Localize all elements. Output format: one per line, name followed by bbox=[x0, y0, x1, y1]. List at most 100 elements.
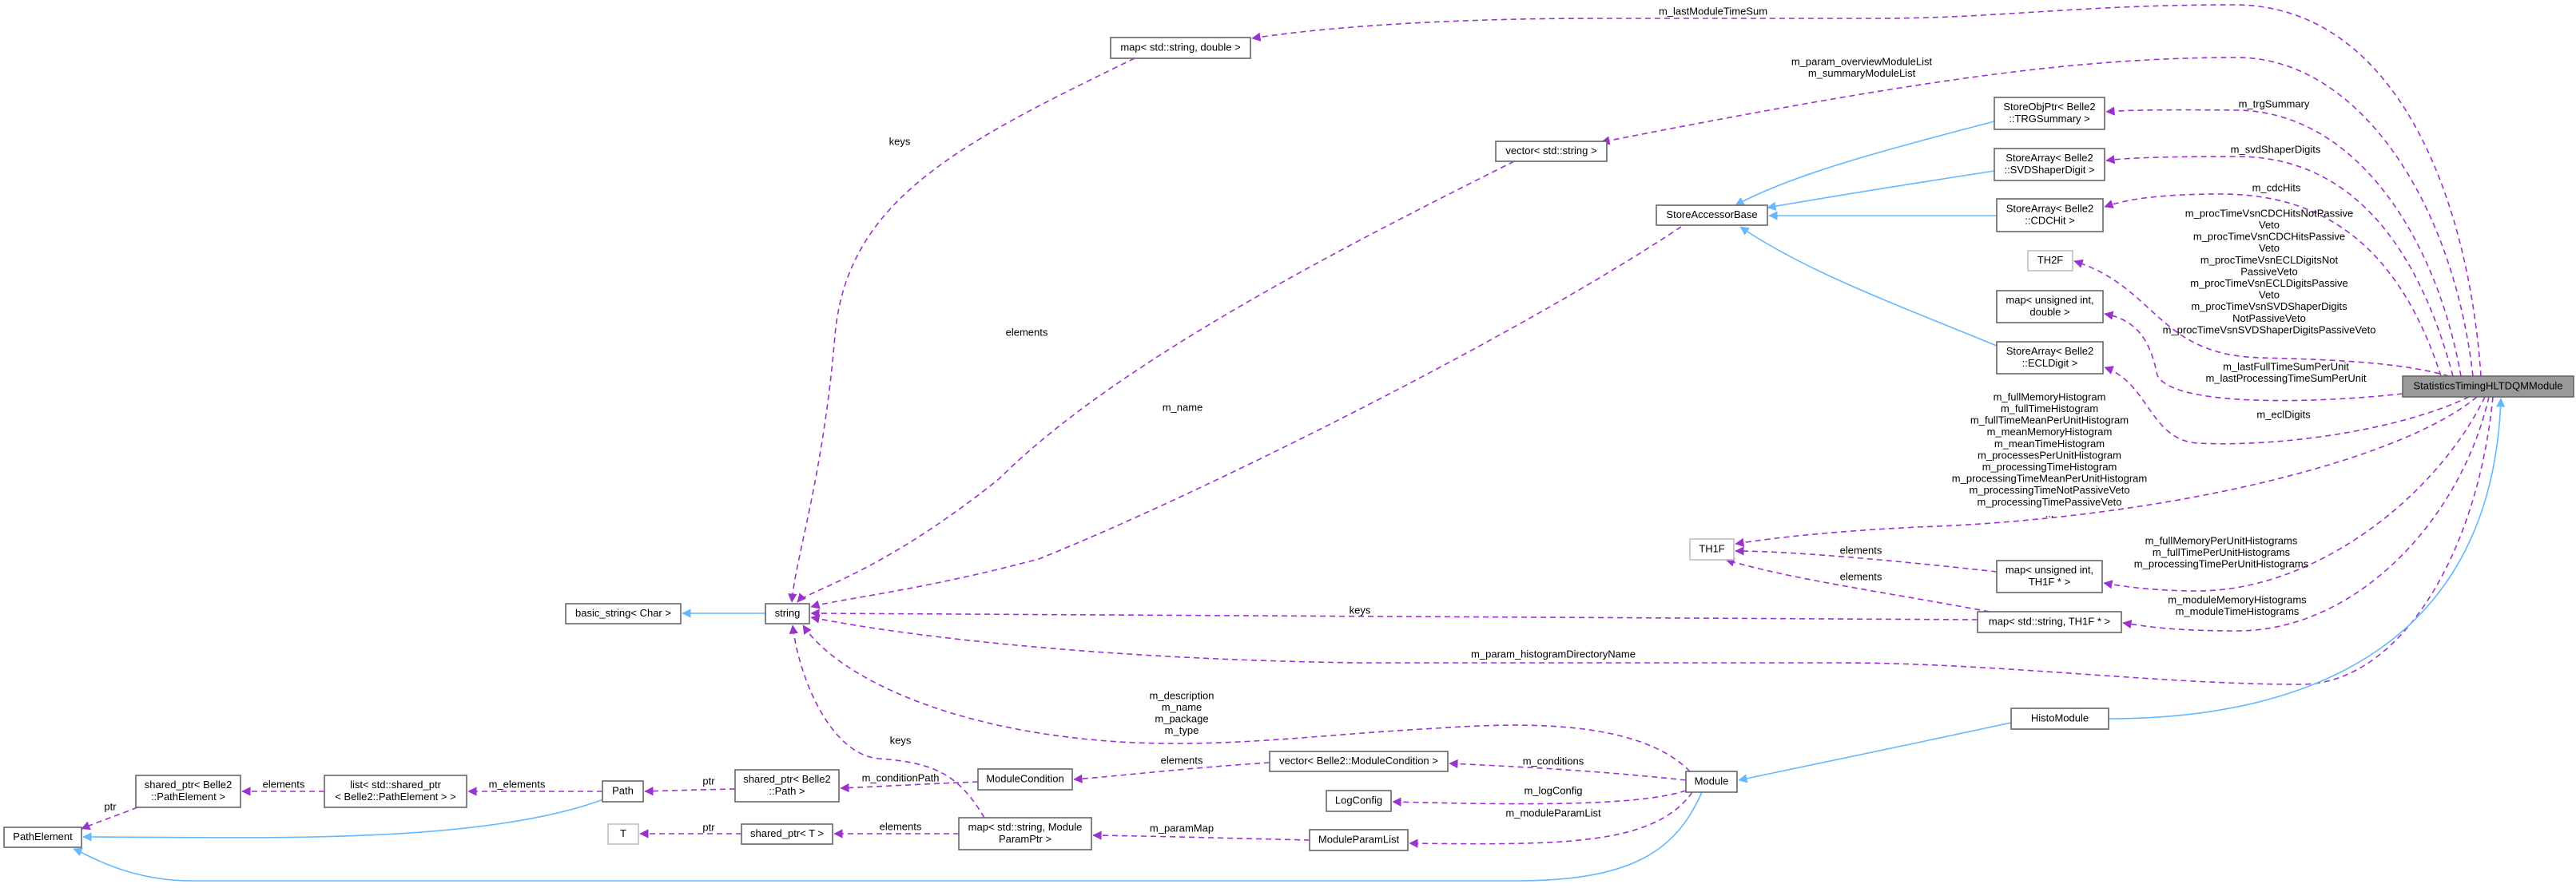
node-label: ::CDCHit > bbox=[2025, 214, 2074, 226]
node-label: basic_string< Char > bbox=[575, 607, 671, 619]
edge-label: m_moduleTimeHistograms bbox=[2176, 605, 2300, 617]
class-node-path-element[interactable]: PathElement bbox=[3, 827, 82, 848]
node-label: StoreAccessorBase bbox=[1666, 208, 1757, 220]
class-node-vector-string[interactable]: vector< std::string > bbox=[1495, 141, 1608, 162]
node-box bbox=[1110, 37, 1251, 59]
class-node-path[interactable]: Path bbox=[602, 780, 644, 803]
edge-label: m_lastFullTimeSumPerUnit bbox=[2223, 360, 2349, 372]
node-label: PathElement bbox=[13, 831, 73, 842]
edge-label: m_procTimeVsnECLDigitsNot bbox=[2200, 254, 2339, 266]
node-box bbox=[1994, 97, 2105, 130]
node-box bbox=[1977, 611, 2122, 633]
edge-label: m_eclDigits bbox=[2256, 408, 2311, 420]
edge-label: m_summaryModuleList bbox=[1808, 67, 1916, 79]
edge-label: elements bbox=[1006, 326, 1048, 338]
node-label: ::Path > bbox=[769, 785, 805, 797]
class-node-store-accessor-base[interactable]: StoreAccessorBase bbox=[1656, 204, 1768, 226]
node-box bbox=[2027, 250, 2073, 272]
node-box bbox=[1326, 790, 1392, 812]
node-label: ParamPtr > bbox=[999, 833, 1051, 845]
class-node-shared-ptr-path[interactable]: shared_ptr< Belle2::Path > bbox=[734, 769, 840, 803]
edge-label: m_meanMemoryHistogram bbox=[1987, 426, 2113, 438]
node-label: TH1F bbox=[1699, 542, 1725, 554]
class-node-list-shared-ptr-path-element[interactable]: list< std::shared_ptr< Belle2::PathEleme… bbox=[324, 775, 467, 808]
map-string-double-keys-edge bbox=[788, 57, 1135, 603]
module-log-config-edge bbox=[1392, 790, 1687, 807]
ecl-digits-edge bbox=[2104, 366, 2470, 445]
edge-label: m_conditions bbox=[1523, 755, 1584, 767]
node-label: T bbox=[620, 827, 626, 839]
edge-label: m_fullMemoryPerUnitHistograms bbox=[2145, 534, 2298, 546]
node-label: HistoModule bbox=[2031, 712, 2089, 723]
node-label: vector< std::string > bbox=[1505, 145, 1596, 157]
class-node-module-param-list[interactable]: ModuleParamList bbox=[1309, 829, 1409, 851]
edge-label: ptr bbox=[702, 821, 715, 833]
class-node-histo-module[interactable]: HistoModule bbox=[2010, 708, 2109, 730]
node-box bbox=[565, 603, 682, 624]
edge-label: elements bbox=[1161, 754, 1203, 766]
class-node-module[interactable]: Module bbox=[1685, 771, 1738, 793]
class-node-map-string-th1f[interactable]: map< std::string, TH1F * > bbox=[1977, 611, 2122, 633]
edge-label: m_procTimeVsnECLDigitsPassive bbox=[2190, 277, 2347, 289]
cdc-hits-edge bbox=[2104, 193, 2442, 377]
edge-label: m_processingTimeHistogram bbox=[1982, 461, 2117, 473]
edge-label: m_procTimeVsnSVDShaperDigits bbox=[2191, 300, 2347, 312]
node-box bbox=[765, 603, 810, 624]
class-node-th2f: TH2F bbox=[2027, 250, 2073, 272]
edge-label: elements bbox=[1840, 544, 1882, 556]
node-label: StoreArray< Belle2 bbox=[2006, 345, 2093, 357]
class-node-th1f: TH1F bbox=[1689, 538, 1735, 561]
class-node-map-unsigned-th1f[interactable]: map< unsigned int,TH1F * > bbox=[1996, 560, 2103, 593]
class-node-shared-ptr-path-element[interactable]: shared_ptr< Belle2::PathElement > bbox=[135, 775, 241, 808]
proc-time-th2f-edge bbox=[2073, 259, 2450, 377]
edge-label: m_name bbox=[1162, 701, 1203, 713]
node-label: < Belle2::PathElement > > bbox=[335, 791, 455, 803]
node-label: list< std::shared_ptr bbox=[350, 779, 441, 791]
edge-label: m_cdcHits bbox=[2252, 181, 2301, 193]
node-label: Path bbox=[612, 784, 634, 796]
edge-label: m_moduleMemoryHistograms bbox=[2168, 593, 2307, 605]
class-node-shared-ptr-t[interactable]: shared_ptr< T > bbox=[741, 823, 833, 845]
node-label: ModuleParamList bbox=[1318, 833, 1400, 845]
class-node-module-condition[interactable]: ModuleCondition bbox=[977, 768, 1073, 791]
edge-label: m_fullTimePerUnitHistograms bbox=[2153, 546, 2291, 558]
class-node-storearray-ecldigit[interactable]: StoreArray< Belle2::ECLDigit > bbox=[1996, 341, 2104, 375]
node-label: map< unsigned int, bbox=[2006, 294, 2093, 306]
class-node-storearray-svdshaperdigit[interactable]: StoreArray< Belle2::SVDShaperDigit > bbox=[1994, 148, 2105, 181]
ecldigit-to-store-accessor-base-inheritance-edge bbox=[1739, 226, 1998, 347]
edge-label: m_name bbox=[1163, 401, 1203, 413]
edge-label: m_lastProcessingTimeSumPerUnit bbox=[2205, 372, 2366, 384]
node-box bbox=[958, 817, 1092, 850]
node-box bbox=[977, 768, 1073, 791]
class-node-map-string-double[interactable]: map< std::string, double > bbox=[1110, 37, 1251, 59]
class-node-storearray-cdchit[interactable]: StoreArray< Belle2::CDCHit > bbox=[1996, 198, 2104, 232]
edge-label: m_elements bbox=[489, 778, 546, 790]
edge-label: m_logConfig bbox=[1525, 784, 1583, 796]
node-box bbox=[1656, 204, 1768, 226]
node-label: ::PathElement > bbox=[151, 791, 225, 803]
node-box bbox=[1994, 148, 2105, 181]
edge-label: keys bbox=[1350, 604, 1371, 616]
shared-ptr-path-ptr-edge bbox=[644, 787, 736, 796]
edge-label: m_procTimeVsnCDCHitsPassive bbox=[2193, 231, 2345, 243]
module-strings-edge bbox=[802, 624, 1691, 772]
node-box bbox=[3, 827, 82, 848]
class-node-log-config[interactable]: LogConfig bbox=[1326, 790, 1392, 812]
condition-path-edge bbox=[840, 781, 979, 793]
edge-label: ptr bbox=[702, 775, 715, 787]
node-label: Module bbox=[1695, 775, 1729, 787]
edge-label: ... bbox=[2045, 507, 2054, 519]
edge-label: m_trgSummary bbox=[2239, 97, 2310, 109]
node-label: shared_ptr< T > bbox=[750, 827, 824, 839]
node-label: ::TRGSummary > bbox=[2009, 113, 2090, 125]
module-param-list-edge bbox=[1409, 791, 1693, 848]
class-node-basic-string-char[interactable]: basic_string< Char > bbox=[565, 603, 682, 624]
class-node-storeobjptr-trgsummary[interactable]: StoreObjPtr< Belle2::TRGSummary > bbox=[1994, 97, 2105, 130]
node-box bbox=[2402, 375, 2574, 398]
class-node-vector-module-condition[interactable]: vector< Belle2::ModuleCondition > bbox=[1269, 751, 1449, 772]
class-node-string[interactable]: string bbox=[765, 603, 810, 624]
class-node-statistics-timing-hltdqm-module[interactable]: StatisticsTimingHLTDQMModule bbox=[2402, 375, 2574, 398]
histogram-directory-name-edge bbox=[810, 396, 2494, 685]
class-node-map-unsigned-double[interactable]: map< unsigned int,double > bbox=[1996, 290, 2104, 323]
